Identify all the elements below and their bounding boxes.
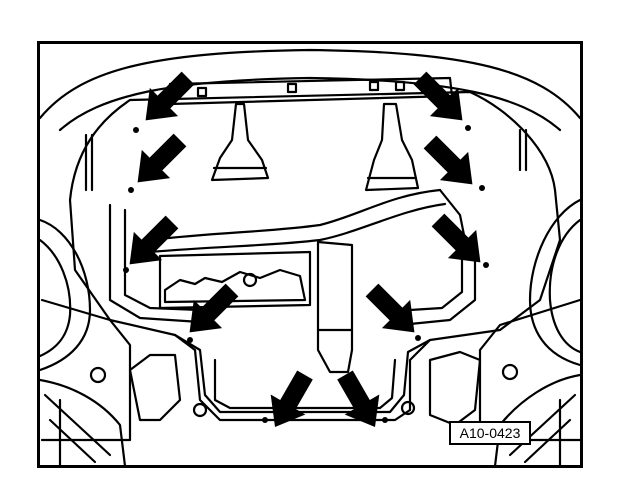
right-mount xyxy=(364,102,420,192)
fastener-2 xyxy=(128,187,134,193)
bracket-right xyxy=(428,350,482,427)
subframe-left-arm xyxy=(108,203,202,324)
left-wheel-spoke-1 xyxy=(43,393,112,457)
fastener-1 xyxy=(133,127,139,133)
reference-code: A10-0423 xyxy=(460,425,521,441)
hole-right xyxy=(501,363,519,381)
crossmember-right-end xyxy=(438,188,467,242)
body-inner-arch xyxy=(58,76,562,132)
body-outer-arch xyxy=(38,48,582,120)
right-wheel-rim xyxy=(528,198,582,367)
subframe-right-arm xyxy=(408,238,477,326)
fastener-10 xyxy=(382,417,388,423)
bolt-lower-right xyxy=(400,400,416,416)
fastener-7 xyxy=(187,337,193,343)
underbody-panel-outline xyxy=(68,90,562,422)
skid-plate-inner xyxy=(213,358,397,410)
clip-square-1 xyxy=(196,86,208,98)
right-wheel-inner xyxy=(548,218,582,354)
bolt-lower-left xyxy=(192,402,208,418)
center-pipe xyxy=(316,240,354,374)
crossmember-top xyxy=(148,188,442,242)
engine-bolt xyxy=(242,272,258,288)
clip-square-2 xyxy=(286,82,298,94)
fastener-6 xyxy=(483,262,489,268)
fastener-4 xyxy=(465,125,471,131)
crossmember-bottom xyxy=(148,202,447,254)
skid-plate-edge xyxy=(173,333,432,414)
clip-square-3 xyxy=(368,80,380,92)
fastener-3 xyxy=(123,267,129,273)
left-side-panel xyxy=(40,298,132,442)
clip-square-4 xyxy=(394,80,406,92)
hole-left xyxy=(89,366,107,384)
left-wheel-inner xyxy=(38,238,72,358)
fastener-9 xyxy=(262,417,268,423)
subframe-right-arm-inner xyxy=(408,243,464,312)
left-mount xyxy=(210,102,270,182)
left-lower-wheel xyxy=(38,378,127,468)
fastener-5 xyxy=(479,185,485,191)
engine-bay-opening xyxy=(158,250,312,310)
subframe-left-arm-inner xyxy=(123,208,202,312)
reference-code-box xyxy=(449,421,531,445)
fastener-8 xyxy=(415,335,421,341)
left-wheel-rim xyxy=(38,218,92,372)
bracket-left xyxy=(128,353,182,422)
fastener-points xyxy=(123,125,489,423)
